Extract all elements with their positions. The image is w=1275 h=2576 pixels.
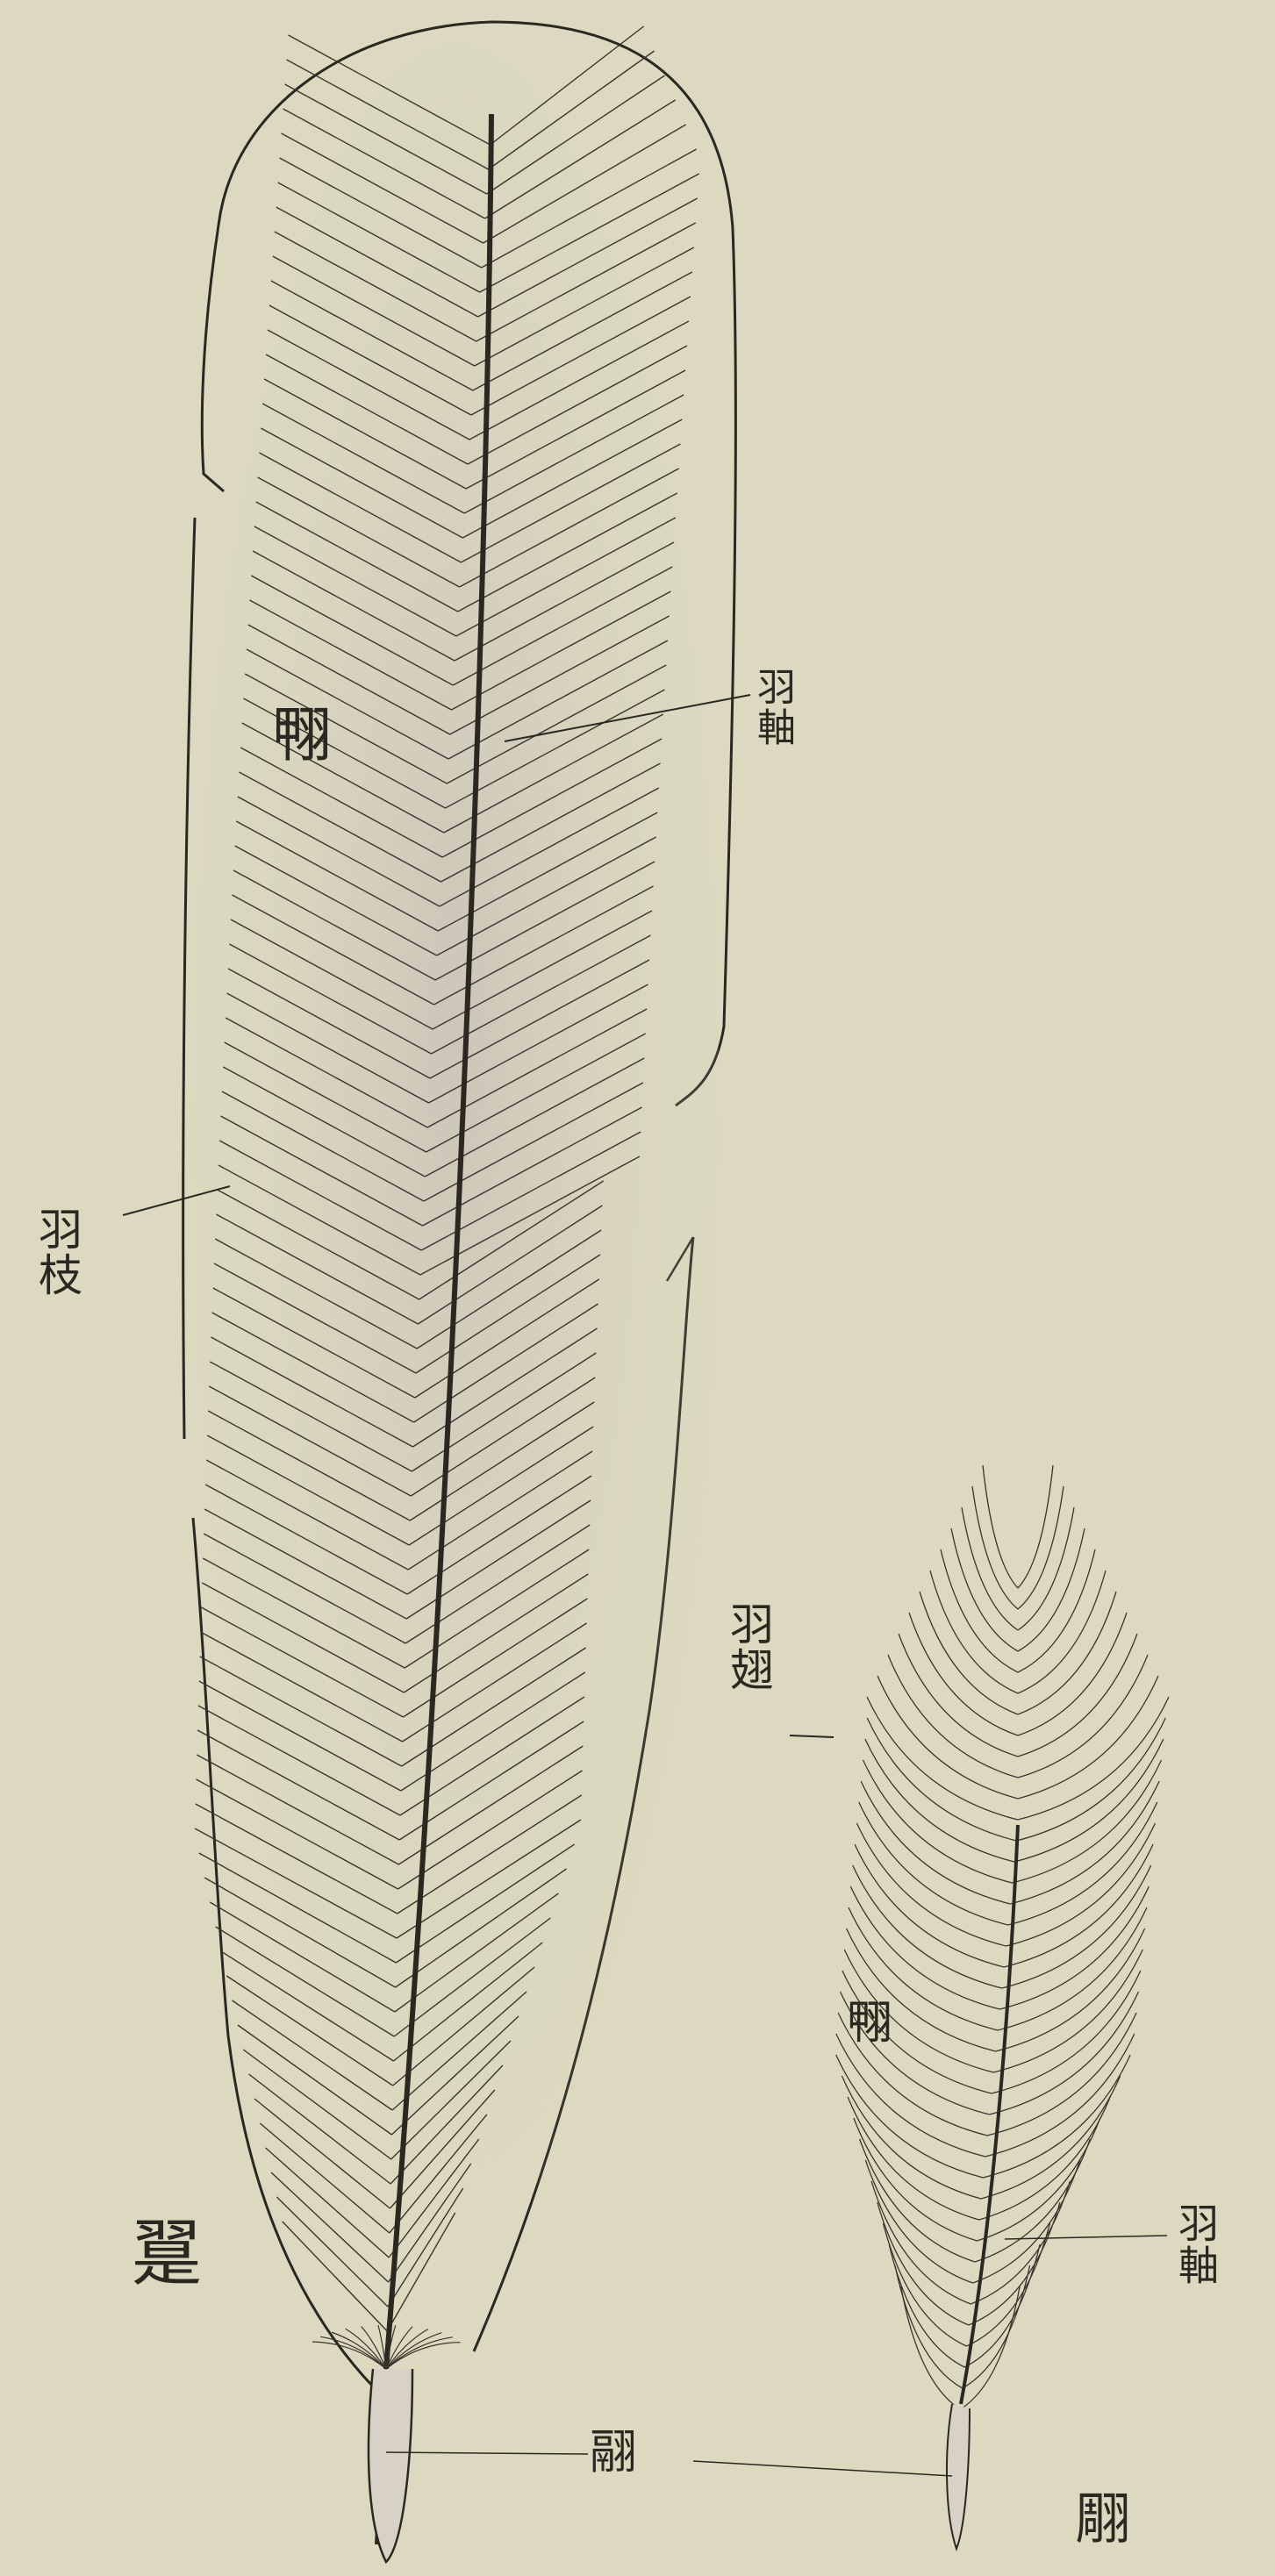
label-small-barb: 羽翅 bbox=[727, 1601, 770, 1692]
small-barb bbox=[860, 2139, 975, 2262]
small-barb bbox=[983, 1465, 1018, 1588]
small-barb bbox=[962, 1507, 1018, 1630]
leader-small-barb bbox=[790, 1735, 834, 1737]
big-feather-shading bbox=[193, 44, 720, 2237]
small-barb bbox=[865, 1739, 1014, 1862]
small-barb bbox=[867, 1697, 1018, 1820]
small-barb bbox=[987, 2013, 1136, 2136]
label-barb: 羽枝 bbox=[35, 1206, 79, 1298]
label-calamus: 翮 bbox=[590, 2429, 641, 2476]
small-barb bbox=[993, 1950, 1142, 2072]
label-small-feather-name: 翢 bbox=[1075, 2492, 1135, 2548]
small-barb bbox=[856, 1823, 1006, 1946]
small-barb bbox=[999, 1886, 1149, 2009]
small-barb bbox=[1018, 1486, 1064, 1609]
big-feather-calamus bbox=[369, 2369, 412, 2562]
small-barb bbox=[884, 2223, 967, 2346]
small-barb bbox=[850, 1886, 999, 2009]
label-small-shaft: 羽軸 bbox=[1176, 2202, 1216, 2286]
small-barb bbox=[1014, 1739, 1164, 1862]
small-barb bbox=[1018, 1676, 1158, 1799]
small-barb bbox=[1013, 1760, 1162, 1883]
small-barb bbox=[842, 2076, 981, 2199]
small-barb bbox=[836, 2034, 985, 2157]
small-barb bbox=[859, 1802, 1008, 1925]
small-barb bbox=[836, 2055, 984, 2178]
big-feather-left-mid-outline bbox=[183, 518, 195, 1439]
small-barb bbox=[855, 1844, 1004, 1967]
small-barb bbox=[1010, 1781, 1159, 1904]
label-big-vane: 翈 bbox=[272, 706, 335, 766]
small-barb bbox=[1016, 1718, 1165, 1841]
small-barb bbox=[1002, 1865, 1151, 1988]
small-barb bbox=[996, 1928, 1145, 2051]
small-barb bbox=[972, 1486, 1018, 1609]
small-barb bbox=[983, 2055, 1130, 2178]
small-barb bbox=[1008, 1802, 1157, 1925]
small-barb bbox=[1018, 1655, 1148, 1778]
big-barb-left bbox=[276, 2197, 388, 2307]
leader-calamus-right bbox=[693, 2461, 952, 2476]
small-barb bbox=[865, 2160, 972, 2283]
leader-small-shaft bbox=[1005, 2236, 1167, 2239]
small-barb bbox=[1004, 1844, 1153, 1967]
small-barb bbox=[877, 1676, 1018, 1799]
label-big-shaft: 羽軸 bbox=[753, 667, 792, 748]
small-barb bbox=[992, 1971, 1141, 2093]
small-barb bbox=[1018, 1613, 1127, 1735]
small-barb bbox=[889, 2244, 964, 2367]
big-down-strand bbox=[386, 2333, 441, 2369]
small-barb bbox=[1018, 1697, 1169, 1820]
big-barb-left bbox=[271, 2172, 389, 2282]
small-barb bbox=[871, 2181, 971, 2304]
small-barb bbox=[853, 1865, 1002, 1988]
small-barb bbox=[1006, 1823, 1155, 1946]
leader-calamus-left bbox=[386, 2452, 588, 2454]
small-barb bbox=[861, 1781, 1010, 1904]
small-feather-barbs bbox=[836, 1465, 1169, 2409]
small-barb bbox=[1018, 1592, 1116, 1714]
small-barb bbox=[1018, 1465, 1053, 1588]
big-barb-left bbox=[283, 2222, 388, 2331]
small-barb bbox=[1018, 1507, 1074, 1630]
small-barb bbox=[888, 1655, 1018, 1778]
small-barb bbox=[909, 1613, 1018, 1735]
small-barb bbox=[998, 1907, 1147, 2030]
small-barb bbox=[985, 2034, 1135, 2157]
small-barb bbox=[877, 2202, 969, 2325]
small-barb bbox=[920, 1592, 1018, 1714]
small-barb bbox=[990, 1992, 1139, 2114]
label-big-feather-name: 翨 bbox=[123, 2215, 195, 2289]
label-small-vane: 翈 bbox=[847, 2000, 896, 2046]
small-barb bbox=[863, 1760, 1013, 1883]
